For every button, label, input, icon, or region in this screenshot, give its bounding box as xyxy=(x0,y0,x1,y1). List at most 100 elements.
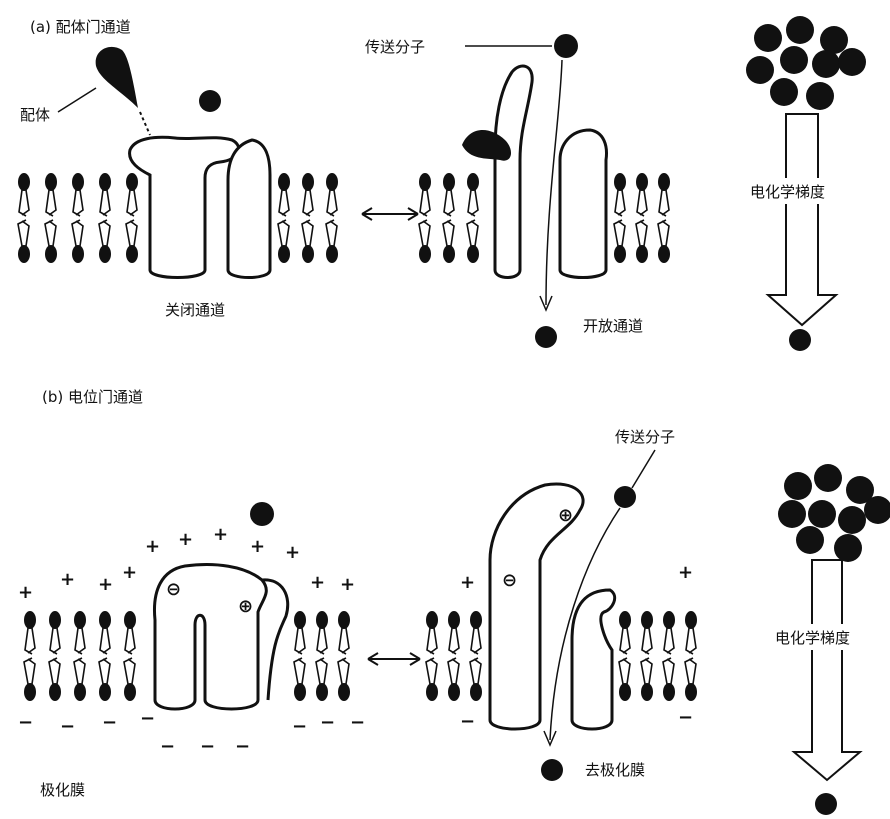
lipid-head-icon xyxy=(99,611,111,629)
lipid-bilayer-left xyxy=(18,173,138,263)
lipid-head-icon xyxy=(316,611,328,629)
lipid-head-icon xyxy=(467,173,479,191)
lipid-tail xyxy=(470,628,481,684)
minus-sign: − xyxy=(60,716,75,737)
lipid-tail xyxy=(663,628,674,684)
lipid-tail xyxy=(619,628,630,684)
plus-sign: + xyxy=(250,536,265,557)
lipid-tail xyxy=(636,190,647,246)
plus-sign: + xyxy=(18,582,33,603)
open-channel xyxy=(462,66,606,277)
plus-sign: + xyxy=(678,562,693,583)
lipid-bilayer-closed-right xyxy=(419,173,479,263)
lipid-tail xyxy=(448,628,459,684)
lipid-head-icon xyxy=(24,683,36,701)
lipid-head-icon xyxy=(294,683,306,701)
lipid-head-icon xyxy=(74,683,86,701)
plus-sign: + xyxy=(310,572,325,593)
lipid-head-icon xyxy=(685,611,697,629)
voltage-channel-open xyxy=(490,484,615,729)
lipid-head-icon xyxy=(467,245,479,263)
negative-charge-icon: ⊖ xyxy=(166,579,181,600)
lipid-tail xyxy=(49,628,60,684)
molecule-icon xyxy=(834,534,862,562)
depolarized-label: 去极化膜 xyxy=(585,761,645,779)
lipid-tail xyxy=(316,628,327,684)
negative-charge-icon-open: ⊖ xyxy=(502,570,517,591)
panel-b: (b) 电位门通道 ⊖ ⊕ +++++++++++++−−−−−−−−−−−− … xyxy=(18,388,890,815)
positive-charge-icon: ⊕ xyxy=(238,596,253,617)
lipid-bilayer-polarized-right xyxy=(294,611,350,701)
lipid-bilayer-middle xyxy=(278,173,338,263)
lipid-head-icon xyxy=(72,173,84,191)
lipid-head-icon xyxy=(426,683,438,701)
gradient-arrow-icon xyxy=(794,560,860,780)
molecule-icon xyxy=(815,793,837,815)
molecule-icon xyxy=(614,486,636,508)
equilibrium-arrow xyxy=(362,208,418,220)
lipid-tail xyxy=(18,190,29,246)
lipid-tail xyxy=(72,190,83,246)
lipid-head-icon xyxy=(326,173,338,191)
lipid-head-icon xyxy=(338,611,350,629)
lipid-bilayer-depolarized-right xyxy=(619,611,697,701)
lipid-head-icon xyxy=(72,245,84,263)
lipid-head-icon xyxy=(448,611,460,629)
plus-sign: + xyxy=(285,542,300,563)
ligand-pointer xyxy=(58,88,96,112)
molecule-cluster-a xyxy=(746,16,866,110)
lipid-tail xyxy=(426,628,437,684)
lipid-tail xyxy=(685,628,696,684)
gradient-a: 电化学梯度 xyxy=(746,16,866,351)
lipid-head-icon xyxy=(124,683,136,701)
lipid-head-icon xyxy=(470,683,482,701)
polarized-label: 极化膜 xyxy=(40,781,85,799)
molecule-icon xyxy=(820,26,848,54)
lipid-head-icon xyxy=(278,173,290,191)
lipid-tail xyxy=(338,628,349,684)
molecule-icon xyxy=(789,329,811,351)
lipid-tail xyxy=(641,628,652,684)
plus-sign: + xyxy=(460,572,475,593)
lipid-head-icon xyxy=(658,245,670,263)
lipid-tail xyxy=(126,190,137,246)
lipid-head-icon xyxy=(470,611,482,629)
plus-sign: + xyxy=(145,536,160,557)
lipid-head-icon xyxy=(316,683,328,701)
lipid-head-icon xyxy=(641,611,653,629)
positive-charge-icon-open: ⊕ xyxy=(558,505,573,526)
lipid-head-icon xyxy=(338,683,350,701)
plus-sign: + xyxy=(98,574,113,595)
minus-sign: − xyxy=(292,716,307,737)
lipid-head-icon xyxy=(685,683,697,701)
lipid-tail xyxy=(302,190,313,246)
lipid-head-icon xyxy=(99,683,111,701)
molecule-icon xyxy=(199,90,221,112)
transported-label-a: 传送分子 xyxy=(365,38,425,56)
minus-sign: − xyxy=(102,712,117,733)
lipid-head-icon xyxy=(45,173,57,191)
lipid-head-icon xyxy=(443,173,455,191)
molecule-icon xyxy=(541,759,563,781)
molecule-icon xyxy=(806,82,834,110)
lipid-head-icon xyxy=(18,173,30,191)
lipid-head-icon xyxy=(45,245,57,263)
lipid-tail xyxy=(294,628,305,684)
minus-sign: − xyxy=(235,736,250,757)
panel-b-title: (b) 电位门通道 xyxy=(42,388,143,406)
lipid-tail xyxy=(326,190,337,246)
plus-sign: + xyxy=(60,569,75,590)
lipid-head-icon xyxy=(619,683,631,701)
lipid-head-icon xyxy=(426,611,438,629)
lipid-head-icon xyxy=(99,173,111,191)
lipid-head-icon xyxy=(49,683,61,701)
lipid-head-icon xyxy=(302,245,314,263)
lipid-head-icon xyxy=(326,245,338,263)
lipid-tail xyxy=(99,190,110,246)
lipid-head-icon xyxy=(24,611,36,629)
lipid-head-icon xyxy=(663,611,675,629)
molecule-icon xyxy=(838,48,866,76)
lipid-head-icon xyxy=(18,245,30,263)
lipid-tail xyxy=(658,190,669,246)
